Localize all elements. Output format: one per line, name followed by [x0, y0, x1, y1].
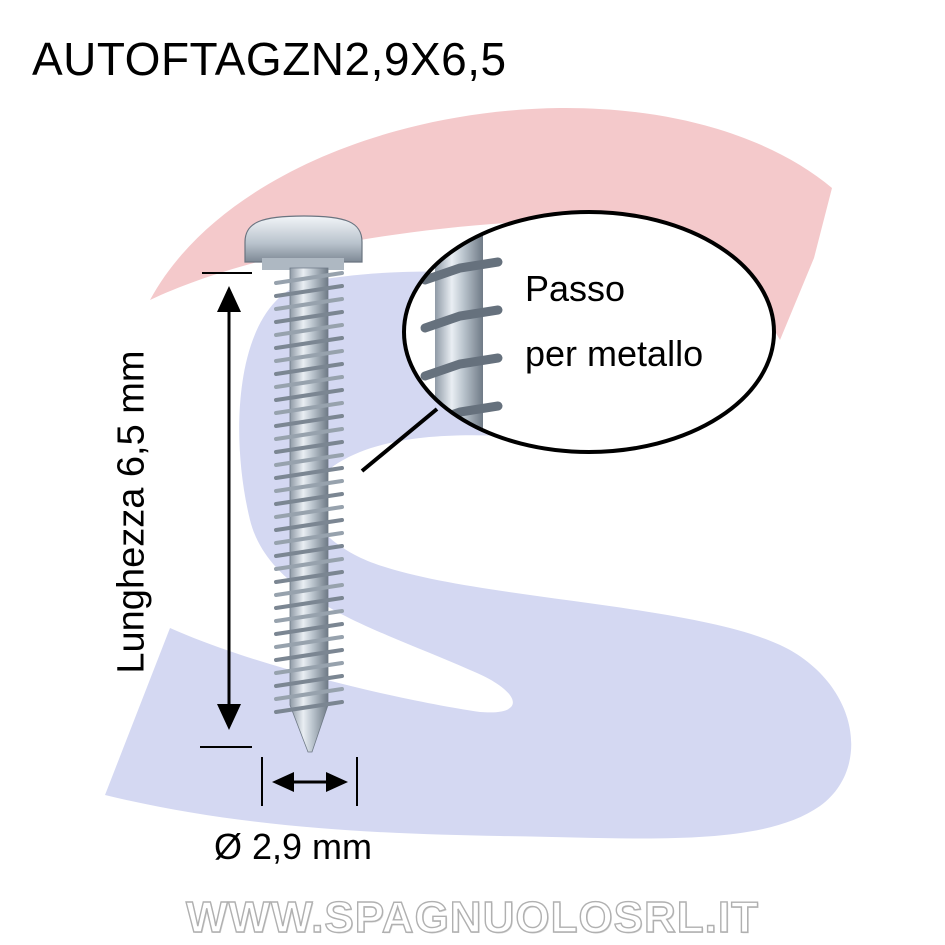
- zoom-thread-ridge: [420, 353, 503, 381]
- callout-ellipse: [402, 210, 776, 454]
- thread-ridge: [274, 661, 344, 675]
- zoom-thread-ridge: [420, 257, 503, 285]
- thread-ridge: [274, 336, 344, 350]
- thread-ridge: [274, 518, 344, 532]
- thread-ridge: [274, 401, 344, 415]
- thread-ridge: [274, 284, 344, 298]
- thread-ridge: [274, 388, 344, 402]
- thread-ridge: [274, 609, 344, 623]
- thread-ridge: [274, 427, 344, 441]
- length-dimension: [200, 272, 252, 748]
- thread-ridge: [274, 479, 344, 493]
- product-code: AUTOFTAGZN2,9X6,5: [32, 33, 507, 85]
- callout-text-line2: per metallo: [525, 333, 704, 374]
- website-watermark: WWW.SPAGNUOLOSRL.IT: [185, 892, 760, 942]
- thread-ridge: [274, 310, 344, 324]
- thread-ridge: [274, 323, 344, 337]
- thread-ridge: [274, 531, 344, 545]
- logo-red-swoosh: [150, 107, 832, 341]
- thread-ridge: [274, 466, 344, 480]
- thread-ridge: [274, 414, 344, 428]
- zoom-thread-ridge: [420, 305, 503, 333]
- callout-leader-line: [360, 407, 439, 473]
- double-arrow-horizontal-icon: [272, 772, 348, 792]
- thread-ridge: [274, 544, 344, 558]
- thread-ridge: [274, 271, 344, 285]
- thread-ridge: [274, 375, 344, 389]
- thread-ridge: [274, 570, 344, 584]
- double-arrow-vertical-icon: [217, 286, 241, 730]
- thread-ridge: [274, 362, 344, 376]
- thread-ridge: [274, 635, 344, 649]
- diameter-dimension: [261, 757, 358, 806]
- thread-ridge: [274, 505, 344, 519]
- thread-ridge: [274, 700, 344, 714]
- thread-ridge: [274, 687, 344, 701]
- screw-head: [244, 215, 363, 263]
- thread-ridge: [274, 674, 344, 688]
- thread-ridge: [274, 297, 344, 311]
- thread-ridge: [274, 648, 344, 662]
- screw-threads: [274, 271, 344, 714]
- thread-ridge: [274, 492, 344, 506]
- thread-ridge: [274, 557, 344, 571]
- thread-ridge: [274, 596, 344, 610]
- length-label: Lunghezza 6,5 mm: [110, 350, 153, 674]
- screw-icon: [244, 215, 363, 753]
- thread-ridge: [274, 453, 344, 467]
- diameter-label: Ø 2,9 mm: [214, 826, 373, 867]
- brand-logo: [105, 107, 852, 839]
- thread-ridge: [274, 440, 344, 454]
- thread-ridge: [274, 622, 344, 636]
- thread-ridge: [274, 349, 344, 363]
- thread-ridge: [274, 583, 344, 597]
- callout-text-line1: Passo: [525, 268, 626, 309]
- screw-neck: [262, 258, 344, 270]
